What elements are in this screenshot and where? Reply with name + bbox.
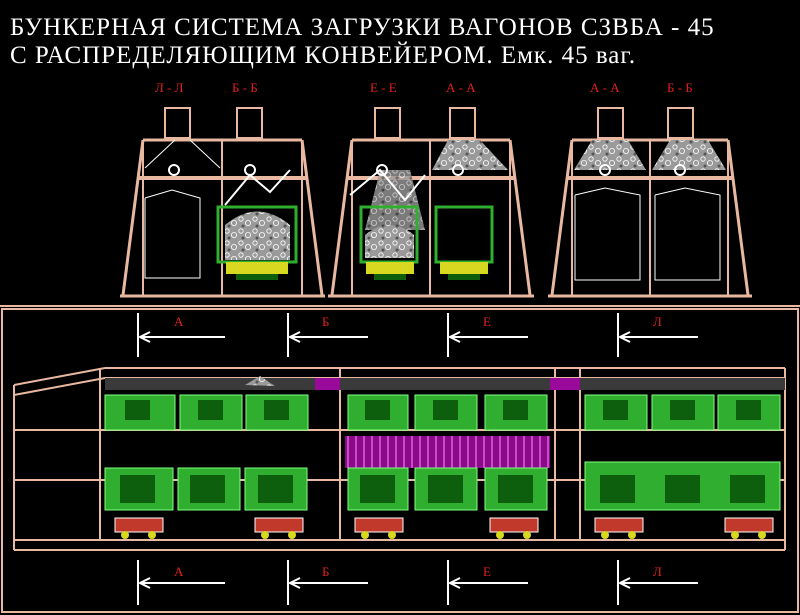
- wagon-body: [226, 262, 288, 274]
- plan-marker-b-bottom: Б: [322, 564, 329, 579]
- section-marker-arrows-bottom: [137, 560, 698, 605]
- distributing-conveyor: [105, 378, 785, 390]
- diagram-title-line-2: С РАСПРЕДЕЛЯЮЩИМ КОНВЕЙЕРОМ. Емк. 45 ваг…: [10, 42, 637, 69]
- diagram-title-line-1: БУНКЕРНАЯ СИСТЕМА ЗАГРУЗКИ ВАГОНОВ СЗВБА…: [10, 14, 715, 41]
- plan-marker-a-bottom: А: [174, 564, 184, 579]
- plan-marker-e-bottom: Е: [483, 564, 491, 579]
- cross-section-left: [120, 107, 325, 298]
- plan-marker-b-top: Б: [322, 314, 329, 329]
- plan-marker-l-bottom: Л: [653, 564, 662, 579]
- plan-marker-l-top: Л: [653, 314, 662, 329]
- hopper-valve-icon: [168, 164, 180, 176]
- hopper-valve-icon: [452, 164, 464, 176]
- section-label-a-a-right: А - А: [590, 80, 620, 95]
- plan-marker-a-top: А: [174, 314, 184, 329]
- cross-section-right: [548, 107, 752, 298]
- section-label-b-b-left: Б - Б: [232, 80, 258, 95]
- plan-marker-e-top: Е: [483, 314, 491, 329]
- magenta-chute-row: [345, 436, 550, 468]
- section-marker-arrows-top: [137, 313, 698, 357]
- hopper-valve-icon: [244, 164, 256, 176]
- wagon-row: [114, 517, 774, 533]
- section-label-e-e: Е - Е: [370, 80, 397, 95]
- upper-bin-cores: [125, 400, 761, 420]
- section-label-a-a-middle: А - А: [446, 80, 476, 95]
- cross-section-middle: [328, 107, 534, 298]
- section-label-l-l: Л - Л: [155, 80, 184, 95]
- section-label-b-b-right: Б - Б: [667, 80, 693, 95]
